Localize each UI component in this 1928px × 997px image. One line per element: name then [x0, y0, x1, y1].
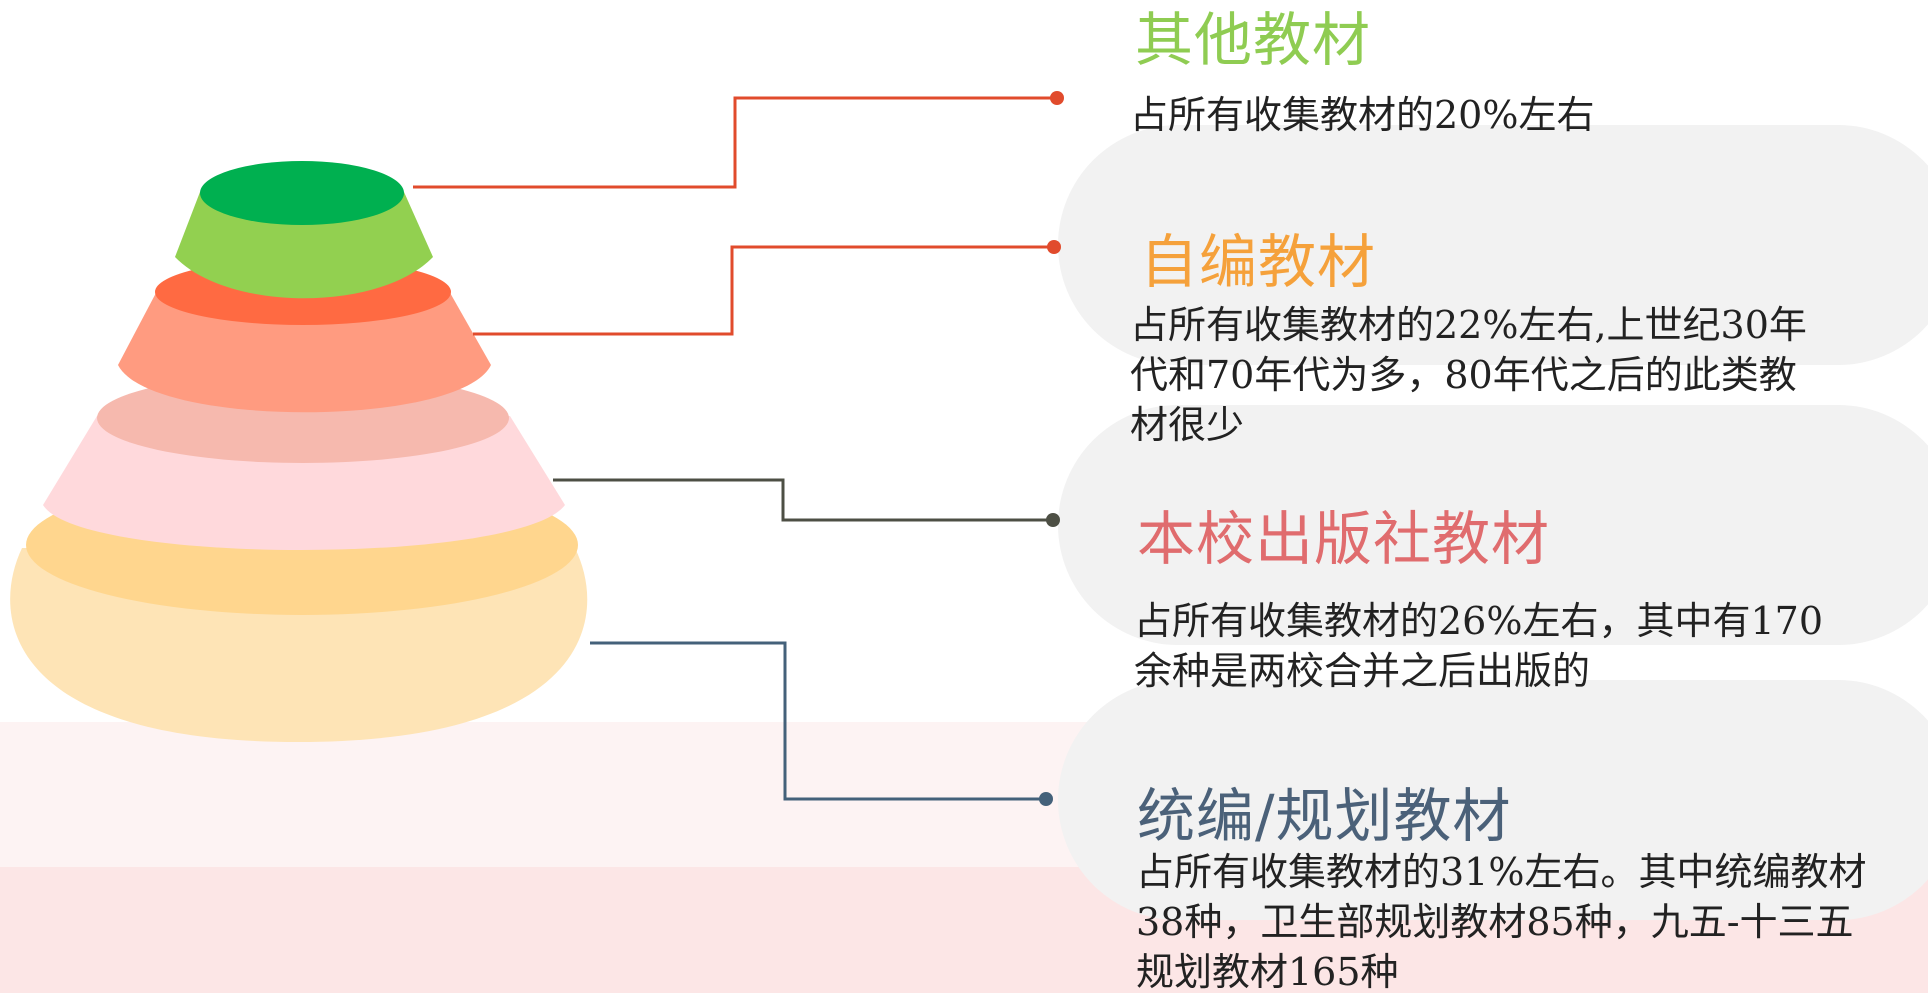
tier-top — [175, 192, 433, 299]
desc-line: 占所有收集教材的31%左右。其中统编教材 — [1136, 850, 1867, 894]
connector-dot-1 — [1050, 91, 1064, 105]
desc-line: 代和70年代为多，80年代之后的此类教 — [1130, 353, 1797, 397]
item-desc-unified-planned: 占所有收集教材的31%左右。其中统编教材 38种，卫生部规划教材85种，九五-十… — [1136, 847, 1866, 997]
desc-line: 占所有收集教材的26%左右，其中有170 — [1134, 599, 1823, 643]
connector-line-3 — [553, 478, 1053, 522]
tier-top-cap — [200, 161, 404, 225]
tier-2 — [118, 291, 491, 413]
connector-dot-2 — [1047, 240, 1061, 254]
item-title-unified-planned: 统编/规划教材 — [1137, 782, 1512, 850]
item-desc-other: 占所有收集教材的20%左右 — [1130, 90, 1594, 140]
desc-line: 占所有收集教材的22%左右,上世纪30年 — [1130, 303, 1807, 347]
connector-line-4 — [590, 641, 1046, 801]
connector-line-2 — [473, 245, 1054, 336]
connector-dot-3 — [1046, 513, 1060, 527]
text-panel-3 — [1058, 680, 1928, 920]
desc-line: 规划教材165种 — [1136, 950, 1399, 994]
desc-line: 占所有收集教材的20%左右 — [1130, 93, 1595, 137]
connector-line-1 — [413, 96, 1057, 189]
desc-line: 余种是两校合并之后出版的 — [1134, 649, 1591, 693]
desc-line: 38种，卫生部规划教材85种，九五-十三五 — [1136, 900, 1854, 944]
item-title-self-compiled: 自编教材 — [1140, 228, 1377, 296]
item-desc-self-compiled: 占所有收集教材的22%左右,上世纪30年 代和70年代为多，80年代之后的此类教… — [1130, 300, 1807, 450]
connector-dot-4 — [1039, 792, 1053, 806]
item-title-school-press: 本校出版社教材 — [1137, 505, 1551, 573]
text-panel-2 — [1058, 405, 1928, 645]
desc-line: 材很少 — [1130, 403, 1245, 447]
text-panel-1 — [1058, 125, 1928, 365]
item-desc-school-press: 占所有收集教材的26%左右，其中有170 余种是两校合并之后出版的 — [1134, 596, 1823, 696]
item-title-other: 其他教材 — [1135, 6, 1372, 74]
